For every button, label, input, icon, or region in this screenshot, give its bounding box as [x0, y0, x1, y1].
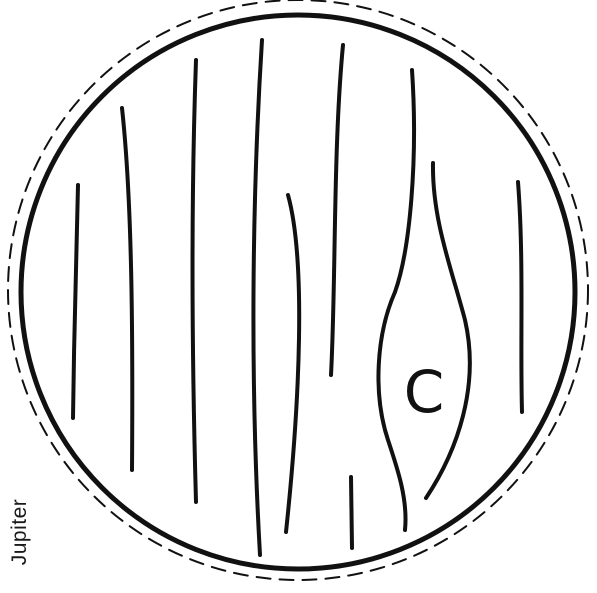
- band-line: [286, 195, 299, 532]
- band-line: [331, 45, 343, 375]
- band-line: [122, 108, 132, 470]
- band-line: [395, 70, 414, 292]
- planet-name-label: Jupiter: [8, 482, 32, 582]
- band-line: [518, 182, 522, 412]
- cloud-bands: [73, 40, 522, 555]
- band-line: [253, 40, 262, 555]
- spot-outline-left: [378, 292, 405, 530]
- band-line: [351, 477, 352, 548]
- feature-label-c: C: [404, 358, 445, 426]
- spot-outline-right: [426, 163, 470, 498]
- great-red-spot: [378, 163, 469, 530]
- band-line: [73, 185, 78, 418]
- band-line: [193, 60, 196, 502]
